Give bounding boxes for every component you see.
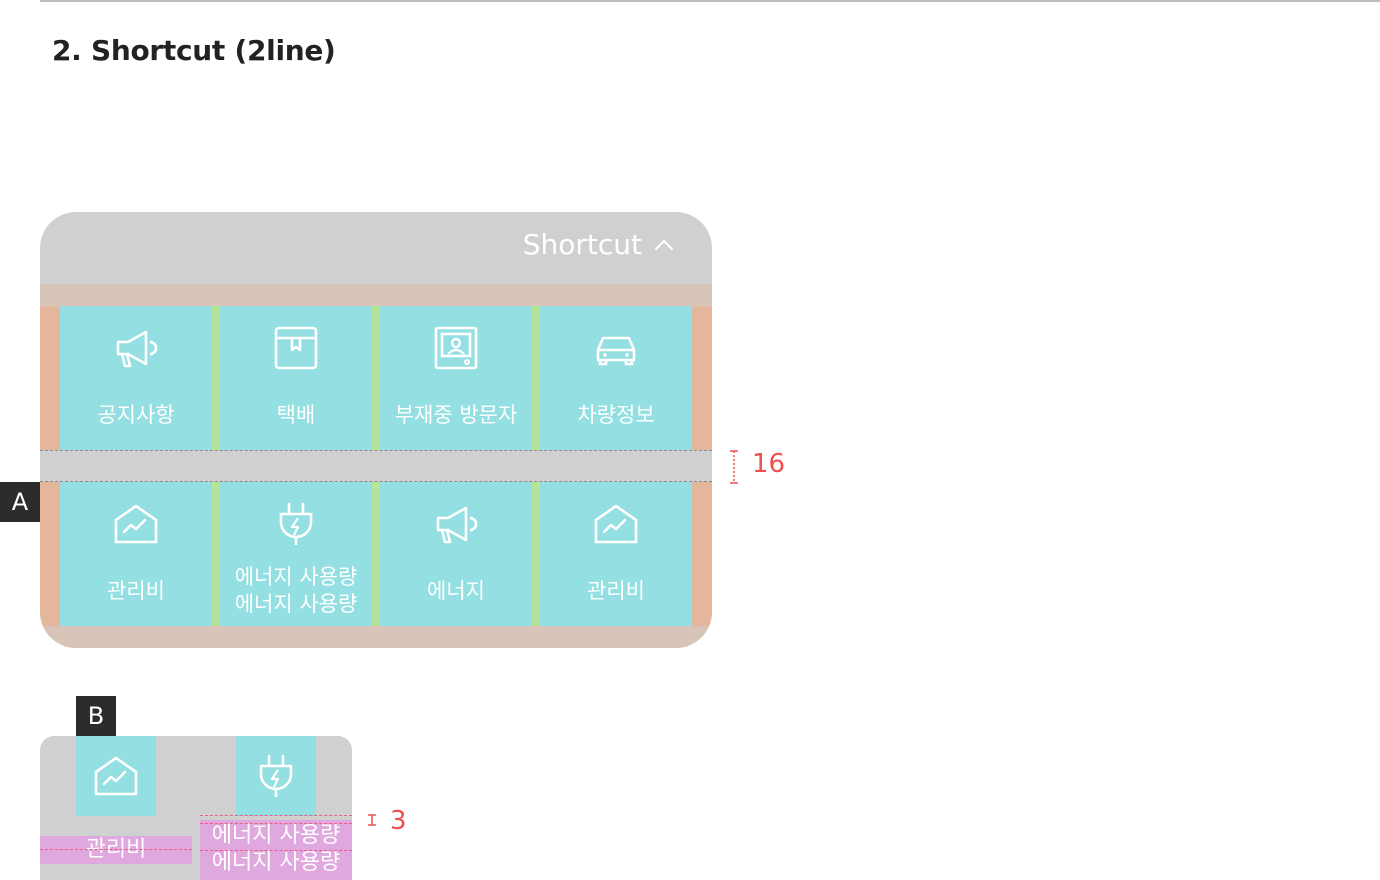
top-guide [200,815,352,816]
detail-label-1: 관리비 [40,836,192,864]
box-icon [272,324,320,372]
label-top-guide [200,823,352,824]
chevron-up-icon[interactable] [652,233,676,257]
tile-separator [372,306,380,450]
tile-label: 택배 [276,403,316,427]
tile-label: 에너지 사용량 에너지 사용량 [220,564,372,618]
top-padding-band [40,284,712,306]
tile-separator [212,306,220,450]
row-gap [40,450,712,482]
tile-separator [212,482,220,626]
tile-label: 관리비 [107,579,165,603]
section-title: 2. Shortcut (2line) [52,34,336,67]
line-guide [200,850,352,851]
shortcut-tile-maintenance-fee[interactable]: 관리비 [60,482,212,626]
doorbell-icon [432,324,480,372]
megaphone-icon [432,500,480,548]
tile-separator [372,482,380,626]
shortcut-tile-vehicle[interactable]: 차량정보 [540,306,692,450]
shortcut-tile-maintenance-fee-2[interactable]: 관리비 [540,482,692,626]
tile-separator [532,482,540,626]
detail-label-2-line: 에너지 사용량 [211,850,341,875]
tile-label: 에너지 [427,579,485,603]
plug-icon [272,500,320,548]
shortcut-tile-delivery[interactable]: 택배 [220,306,372,450]
house-chart-icon [592,500,640,548]
shortcut-tile-notice[interactable]: 공지사항 [60,306,212,450]
shortcut-header[interactable]: Shortcut [523,228,676,261]
detail-label-2-line: 에너지 사용량 [211,823,341,848]
megaphone-icon [112,324,160,372]
tile-label: 관리비 [587,579,645,603]
detail-icon-box-2 [236,736,316,816]
tile-label-line: 에너지 사용량 [234,565,358,589]
shortcut-tile-energy[interactable]: 에너지 [380,482,532,626]
detail-icon-box-1 [76,736,156,816]
shortcut-header-label: Shortcut [522,228,642,261]
car-icon [592,324,640,372]
tile-label: 공지사항 [97,403,175,427]
baseline-guide [40,849,192,850]
tile-label: 차량정보 [577,403,655,427]
annotation-badge-a: A [0,482,40,522]
plug-icon [252,752,300,800]
gap-measure-marker [730,450,738,484]
house-chart-icon [92,752,140,800]
top-divider [40,0,1380,2]
shortcut-tile-visitor[interactable]: 부재중 방문자 [380,306,532,450]
gap-measure-value: 16 [752,449,786,479]
spacing-measure-marker [368,814,376,826]
tile-label: 부재중 방문자 [394,403,518,427]
tile-label-line: 에너지 사용량 [234,592,358,616]
shortcut-panel-a: Shortcut 공지사항 택배 부재중 방문자 차량정보 관리비 에너지 사용… [40,212,712,648]
bottom-padding-band [40,626,712,648]
tile-separator [532,306,540,450]
annotation-badge-b: B [76,696,116,736]
detail-label-2: 에너지 사용량 에너지 사용량 [200,820,352,880]
house-chart-icon [112,500,160,548]
spacing-measure-value: 3 [390,806,407,836]
shortcut-tile-energy-usage[interactable]: 에너지 사용량 에너지 사용량 [220,482,372,626]
